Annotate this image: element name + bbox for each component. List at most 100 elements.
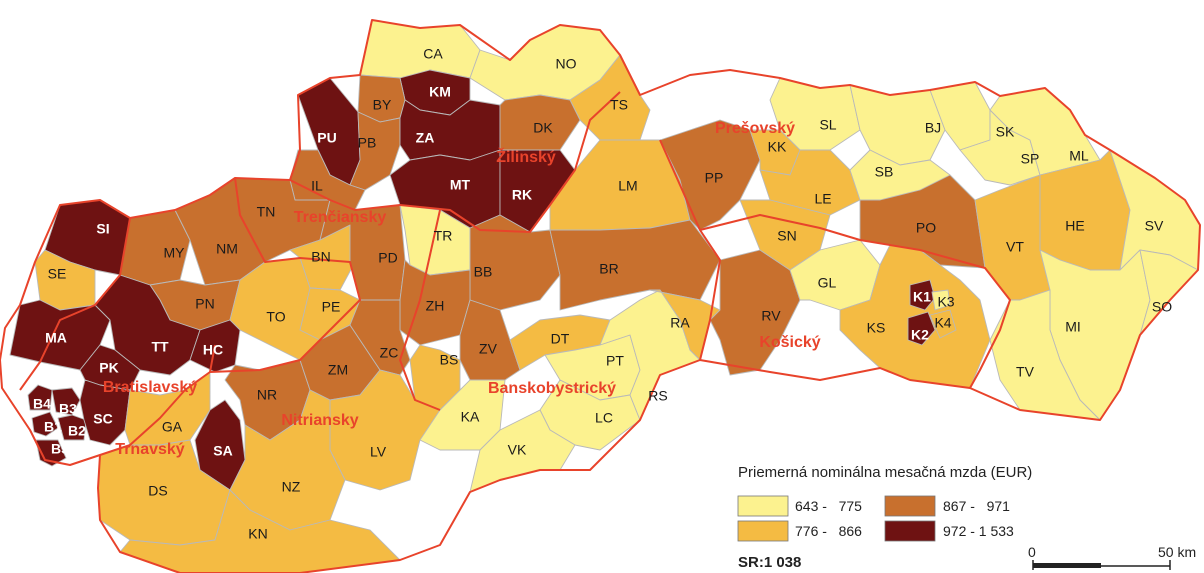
legend-label-class-2: 776 - 866	[795, 523, 862, 539]
district-label-b2: B2	[68, 423, 86, 439]
district-label-zc: ZC	[380, 345, 399, 361]
district-tv	[989, 289, 1101, 421]
district-label-kk: KK	[768, 139, 787, 155]
district-label-vk: VK	[508, 442, 527, 458]
district-vt	[974, 174, 1051, 301]
district-label-sl: SL	[819, 117, 836, 133]
region-label-nitriansky: Nitriansky	[281, 412, 358, 429]
scale-bar: 0 50 km	[1028, 544, 1196, 570]
region-label-trenciansky: Trenčiansky	[294, 209, 387, 226]
scale-bar-fill	[1033, 563, 1101, 568]
legend-title: Priemerná nominálna mesačná mzda (EUR)	[738, 464, 1032, 481]
district-label-gl: GL	[818, 275, 837, 291]
district-sc	[79, 379, 131, 446]
legend-swatch-class-3	[884, 495, 936, 517]
district-br	[549, 219, 721, 311]
district-label-k2: K2	[911, 327, 929, 343]
district-label-sn: SN	[777, 228, 796, 244]
district-label-bb: BB	[474, 264, 493, 280]
district-label-bn: BN	[311, 249, 330, 265]
district-b2	[57, 414, 87, 441]
district-label-ts: TS	[610, 97, 628, 113]
district-label-zm: ZM	[328, 362, 348, 378]
district-label-sa: SA	[213, 443, 232, 459]
district-tt	[94, 274, 201, 376]
district-label-my: MY	[164, 245, 186, 261]
district-label-ga: GA	[162, 419, 183, 435]
district-label-pd: PD	[378, 250, 397, 266]
legend-swatch-class-4	[884, 520, 936, 542]
district-label-so: SO	[1152, 299, 1172, 315]
district-label-b1: B1	[44, 419, 62, 435]
district-label-ca: CA	[423, 46, 443, 62]
district-k3	[931, 289, 951, 311]
district-label-ra: RA	[670, 315, 690, 331]
district-label-vt: VT	[1006, 239, 1024, 255]
district-label-rk: RK	[512, 187, 532, 203]
legend-label-class-3: 867 - 971	[943, 498, 1010, 514]
legend: Priemerná nominálna mesačná mzda (EUR) 6…	[737, 464, 1032, 542]
scale-bar-end: 50 km	[1158, 544, 1196, 560]
district-label-by: BY	[373, 97, 392, 113]
district-label-b4: B4	[33, 396, 51, 412]
district-label-k1: K1	[913, 289, 931, 305]
district-label-po: PO	[916, 220, 936, 236]
district-label-sk: SK	[996, 124, 1015, 140]
district-label-za: ZA	[416, 130, 435, 146]
district-label-nm: NM	[216, 241, 238, 257]
legend-label-class-4: 972 - 1 533	[943, 523, 1014, 539]
district-label-k4: K4	[934, 315, 951, 331]
districts-layer	[9, 19, 1201, 573]
region-label-kosicky: Košický	[759, 334, 820, 351]
region-label-trnavsky: Trnavský	[115, 441, 184, 458]
region-label-bratislavsky: Bratislavský	[103, 379, 197, 396]
district-label-lv: LV	[370, 444, 387, 460]
district-label-le: LE	[814, 191, 831, 207]
legend-swatch-class-2	[737, 520, 789, 542]
district-label-mi: MI	[1065, 319, 1081, 335]
district-label-bj: BJ	[925, 120, 941, 136]
district-label-pp: PP	[705, 170, 724, 186]
region-label-presovsky: Prešovský	[715, 120, 795, 137]
district-label-k3: K3	[937, 294, 954, 310]
district-label-zh: ZH	[426, 298, 445, 314]
district-zh	[399, 259, 471, 346]
district-label-rv: RV	[761, 308, 781, 324]
district-label-tt: TT	[151, 339, 169, 355]
district-label-sb: SB	[875, 164, 894, 180]
district-label-il: IL	[311, 178, 323, 194]
district-k2	[907, 311, 936, 346]
district-rv	[709, 249, 801, 376]
district-label-km: KM	[429, 84, 451, 100]
district-label-he: HE	[1065, 218, 1084, 234]
district-label-tn: TN	[257, 204, 276, 220]
district-label-pe: PE	[322, 299, 341, 315]
district-label-hc: HC	[203, 342, 223, 358]
district-label-pu: PU	[317, 130, 336, 146]
district-label-sv: SV	[1145, 218, 1164, 234]
district-label-rs: RS	[648, 388, 667, 404]
district-label-b5: B5	[51, 441, 69, 457]
district-label-br: BR	[599, 261, 618, 277]
scale-bar-zero: 0	[1028, 544, 1036, 560]
district-label-no: NO	[556, 56, 577, 72]
district-label-lm: LM	[618, 178, 637, 194]
district-label-si: SI	[96, 221, 109, 237]
region-labels: Prešovský Žilinský Trenčiansky Banskobys…	[103, 120, 821, 458]
district-label-ml: ML	[1069, 148, 1089, 164]
district-label-dt: DT	[551, 331, 570, 347]
district-b3	[51, 387, 81, 416]
district-label-ka: KA	[461, 409, 480, 425]
district-b4	[27, 384, 53, 411]
district-b1	[31, 411, 59, 437]
district-label-pk: PK	[99, 360, 118, 376]
district-label-pt: PT	[606, 353, 624, 369]
region-borders	[0, 19, 1201, 573]
district-label-nr: NR	[257, 387, 277, 403]
district-label-mt: MT	[450, 177, 471, 193]
district-label-dk: DK	[533, 120, 553, 136]
district-label-pn: PN	[195, 296, 214, 312]
district-k4	[929, 309, 957, 339]
